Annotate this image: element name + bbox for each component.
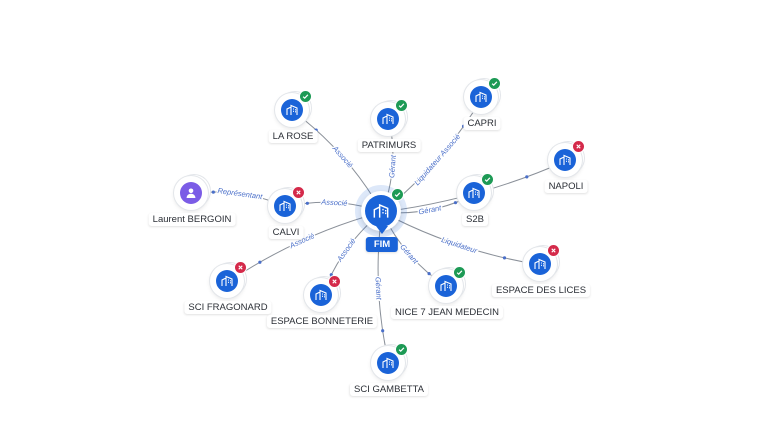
node-la-rose-bubble[interactable] <box>275 90 312 127</box>
node-sci-fragonard-label: SCI FRAGONARD <box>184 301 272 314</box>
edge-arrow-sci-gambetta <box>381 329 385 333</box>
edge-sci-fragonard <box>227 211 383 283</box>
node-patrimurs-label: PATRIMURS <box>357 139 421 152</box>
status-active-icon <box>395 99 408 112</box>
node-espace-des-lices-label: ESPACE DES LICES <box>491 284 591 297</box>
edge-arrow-calvi <box>305 201 309 205</box>
node-calvi-label: CALVI <box>268 226 304 239</box>
node-s2b-bubble[interactable] <box>457 173 494 210</box>
edge-label-la-rose: Associé <box>330 143 355 169</box>
node-laurent-bergoin-label: Laurent BERGOIN <box>148 213 236 226</box>
edge-label-espace-des-lices: Liquidateur <box>440 235 479 255</box>
node-fim-bubble[interactable] <box>361 188 404 231</box>
building-icon <box>216 270 238 292</box>
node-calvi-bubble[interactable] <box>268 186 305 223</box>
node-laurent-bergoin-bubble[interactable] <box>174 176 208 210</box>
status-active-icon <box>453 266 466 279</box>
status-inactive-icon <box>572 140 585 153</box>
building-icon <box>365 195 397 227</box>
edge-label-s2b: Gérant <box>418 203 443 216</box>
node-sci-fragonard-bubble[interactable] <box>210 261 247 298</box>
node-capri-bubble[interactable] <box>464 77 501 114</box>
building-icon <box>377 108 399 130</box>
building-icon <box>281 99 303 121</box>
node-fim-label: FIM <box>365 237 399 252</box>
edge-arrow-laurent-bergoin <box>211 190 215 194</box>
building-icon <box>274 195 296 217</box>
status-active-icon <box>299 90 312 103</box>
pin-pointer <box>376 226 388 234</box>
building-icon <box>377 352 399 374</box>
status-inactive-icon <box>328 275 341 288</box>
node-sci-gambetta-label: SCI GAMBETTA <box>349 383 429 396</box>
edge-label-calvi: Associé <box>320 197 348 207</box>
edge-label-laurent-bergoin: Représentant <box>217 186 264 201</box>
node-napoli-label: NAPOLI <box>544 180 588 193</box>
person-icon <box>180 182 202 204</box>
status-active-icon <box>395 343 408 356</box>
node-espace-bonneterie-bubble[interactable] <box>304 275 341 312</box>
edge-arrow-napoli <box>525 175 529 179</box>
node-sci-gambetta-bubble[interactable] <box>371 343 408 380</box>
status-active-icon <box>391 188 404 201</box>
node-capri-label: CAPRI <box>463 117 501 130</box>
edge-label-sci-gambetta: Gérant <box>373 277 383 301</box>
status-inactive-icon <box>292 186 305 199</box>
node-la-rose-label: LA ROSE <box>268 130 318 143</box>
edge-arrow-sci-fragonard <box>258 260 262 264</box>
status-active-icon <box>488 77 501 90</box>
building-icon <box>463 182 485 204</box>
edge-label-patrimurs: Gérant <box>387 154 398 178</box>
node-nice-7-jean-medecin-label: NICE 7 JEAN MEDECIN <box>391 306 503 319</box>
node-patrimurs-bubble[interactable] <box>371 99 408 136</box>
building-icon <box>470 86 492 108</box>
node-napoli-bubble[interactable] <box>548 140 585 177</box>
edge-arrow-nice-7-jean-medecin <box>427 272 431 276</box>
status-inactive-icon <box>234 261 247 274</box>
edge-label-espace-bonneterie: Associé <box>334 237 357 264</box>
building-icon <box>310 284 332 306</box>
edge-arrow-s2b <box>453 201 458 205</box>
building-icon <box>554 149 576 171</box>
status-inactive-icon <box>547 244 560 257</box>
node-nice-7-jean-medecin-bubble[interactable] <box>429 266 466 303</box>
node-s2b-label: S2B <box>462 213 488 226</box>
building-icon <box>529 253 551 275</box>
node-espace-bonneterie-label: ESPACE BONNETERIE <box>266 315 378 328</box>
node-espace-des-lices-bubble[interactable] <box>523 244 560 281</box>
edge-arrow-espace-des-lices <box>502 256 507 260</box>
edge-espace-des-lices <box>381 211 542 266</box>
status-active-icon <box>481 173 494 186</box>
building-icon <box>435 275 457 297</box>
